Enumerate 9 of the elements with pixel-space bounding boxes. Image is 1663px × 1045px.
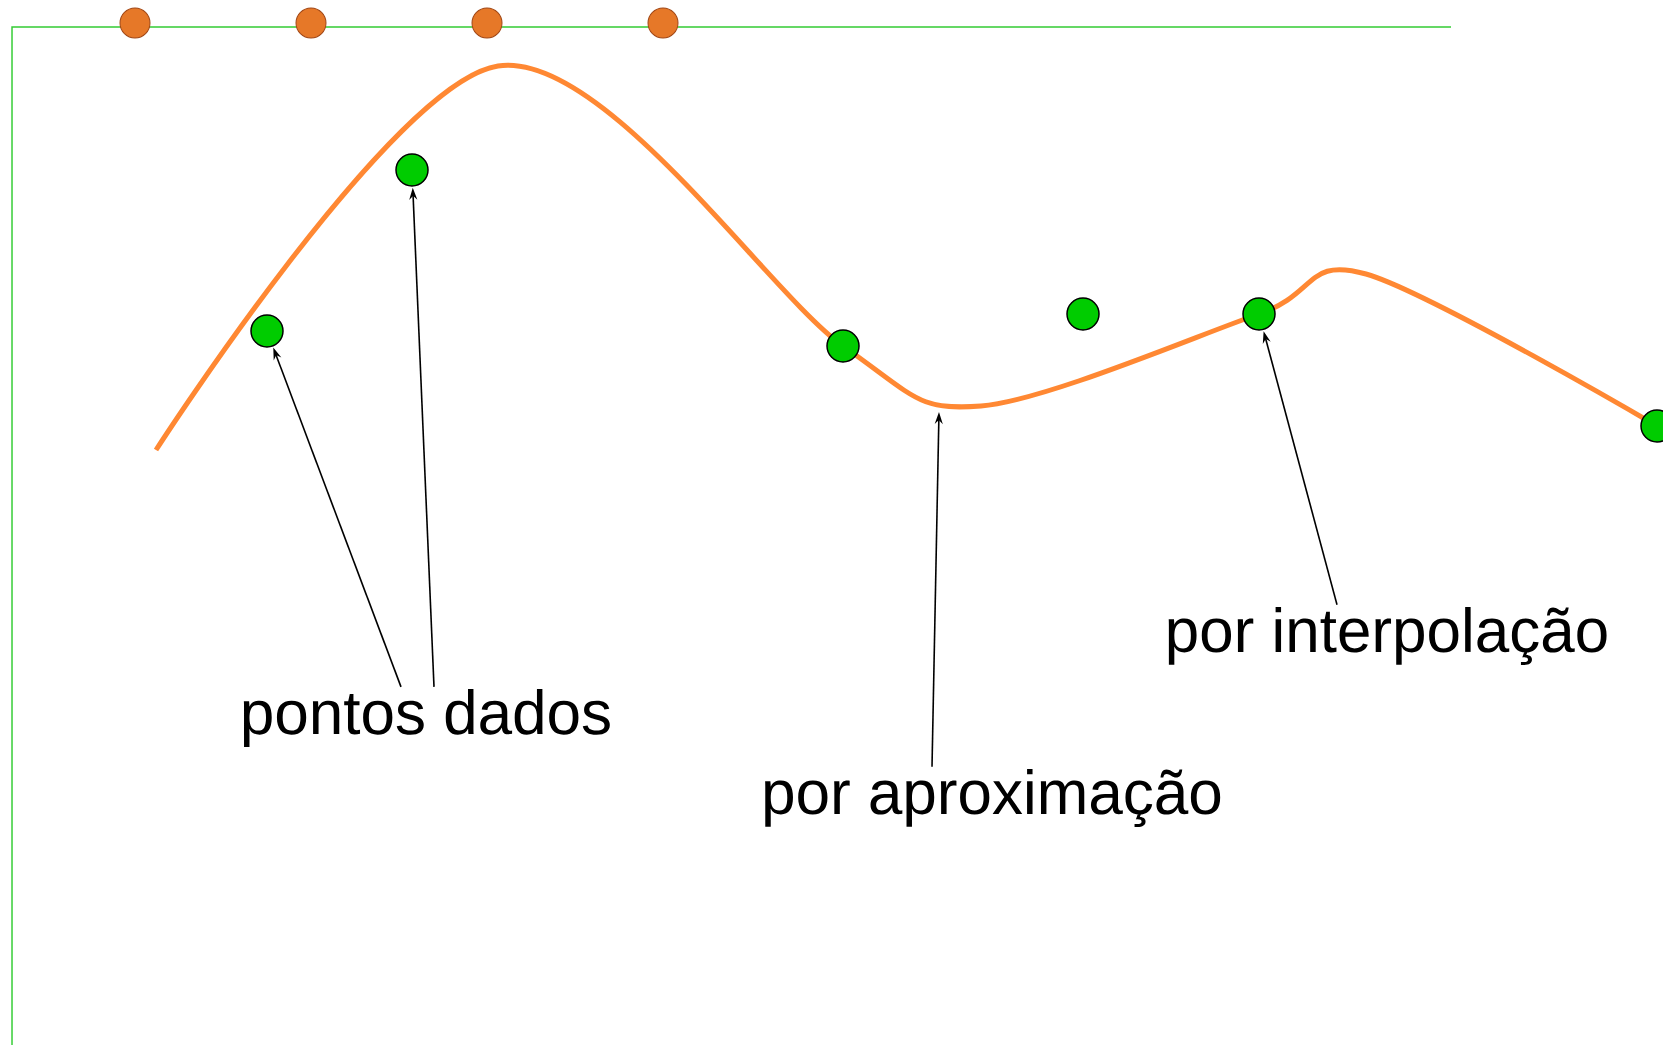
data-point <box>1242 297 1276 331</box>
data-point <box>1066 297 1100 331</box>
annotation-text: por interpolação <box>1168 606 1607 666</box>
annotation-text: pontos dados <box>243 689 610 747</box>
data-point <box>250 314 284 348</box>
data-point <box>1640 409 1663 443</box>
data-point <box>395 153 429 187</box>
annotation-text: por aproximação <box>765 768 1221 828</box>
data-point <box>826 329 860 363</box>
